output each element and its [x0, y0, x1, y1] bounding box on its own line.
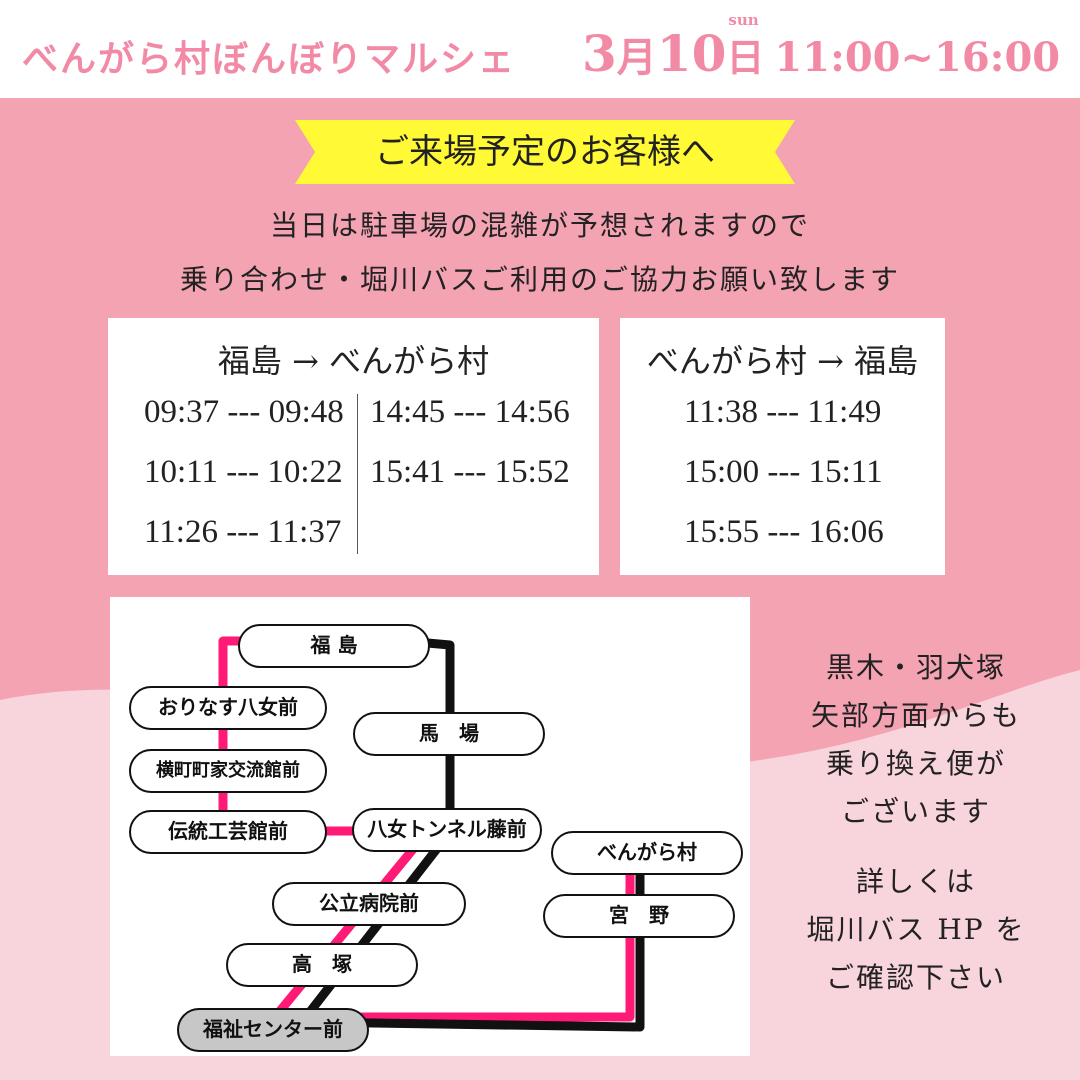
timetable-return-title: べんがら村 → 福島	[646, 342, 919, 380]
stop-dento: 伝統工芸館前	[129, 810, 327, 854]
event-time: 11:00~16:00	[774, 34, 1061, 81]
side-detail-line: ご確認下さい	[825, 961, 1006, 994]
time-row: 11:38 --- 11:49	[684, 394, 882, 430]
event-month-unit: 月	[616, 34, 657, 81]
event-day-of-week: sun	[728, 11, 759, 29]
stop-koritsu: 公立病院前	[272, 882, 466, 926]
time-row: 09:37 --- 09:48	[144, 394, 344, 430]
stop-baba: 馬 場	[353, 712, 545, 756]
stop-miyano: 宮 野	[543, 894, 735, 938]
timetable-divider	[357, 394, 358, 554]
side-note-line: 矢部方面からも	[810, 699, 1021, 732]
stop-orinasu: おりなす八女前	[129, 686, 327, 730]
timetable-outbound: 福島 → べんがら村 09:37 --- 09:48 10:11 --- 10:…	[108, 318, 599, 575]
time-row: 10:11 --- 10:22	[144, 454, 343, 490]
stop-yokomachi: 横町町家交流館前	[129, 749, 327, 793]
timetable-return: べんがら村 → 福島 11:38 --- 11:49 15:00 --- 15:…	[620, 318, 945, 575]
time-row: 15:55 --- 16:06	[684, 514, 884, 550]
timetable-outbound-title: 福島 → べんがら村	[217, 342, 490, 380]
notice-message-line-2: 乗り合わせ・堀川バスご利用のご協力お願い致します	[179, 263, 900, 296]
notice-banner-text: ご来場予定のお客様へ	[375, 132, 715, 172]
event-title: べんがら村ぼんぼりマルシェ	[22, 39, 517, 80]
time-row: 14:45 --- 14:56	[370, 394, 570, 430]
stop-bengara: べんがら村	[551, 831, 743, 875]
route-line-black	[297, 636, 645, 1032]
side-detail-line: 堀川バス HP を	[806, 913, 1026, 946]
time-row: 15:00 --- 15:11	[684, 454, 883, 490]
side-note-line: ございます	[840, 795, 991, 828]
side-detail-line: 詳しくは	[855, 865, 976, 898]
event-day-unit: 日	[726, 35, 765, 80]
notice-message-line-1: 当日は駐車場の混雑が予想されますので	[269, 209, 810, 242]
side-note-line: 黒木・羽犬塚	[825, 651, 1006, 684]
event-month: 3	[582, 24, 617, 83]
stop-tunnel: 八女トンネル藤前	[352, 808, 542, 852]
event-day: 10	[656, 24, 727, 83]
route-map: 福 島 おりなす八女前 横町町家交流館前 伝統工芸館前 馬 場 八女トンネル藤前…	[110, 597, 750, 1056]
time-row: 11:26 --- 11:37	[144, 514, 342, 550]
stop-fukushi-center: 福祉センター前	[177, 1008, 369, 1052]
stop-takatsuka: 高 塚	[226, 943, 418, 987]
stop-fukushima: 福 島	[238, 624, 430, 668]
time-row: 15:41 --- 15:52	[370, 454, 570, 490]
notice-banner: ご来場予定のお客様へ	[295, 120, 795, 184]
side-note-line: 乗り換え便が	[825, 747, 1006, 780]
